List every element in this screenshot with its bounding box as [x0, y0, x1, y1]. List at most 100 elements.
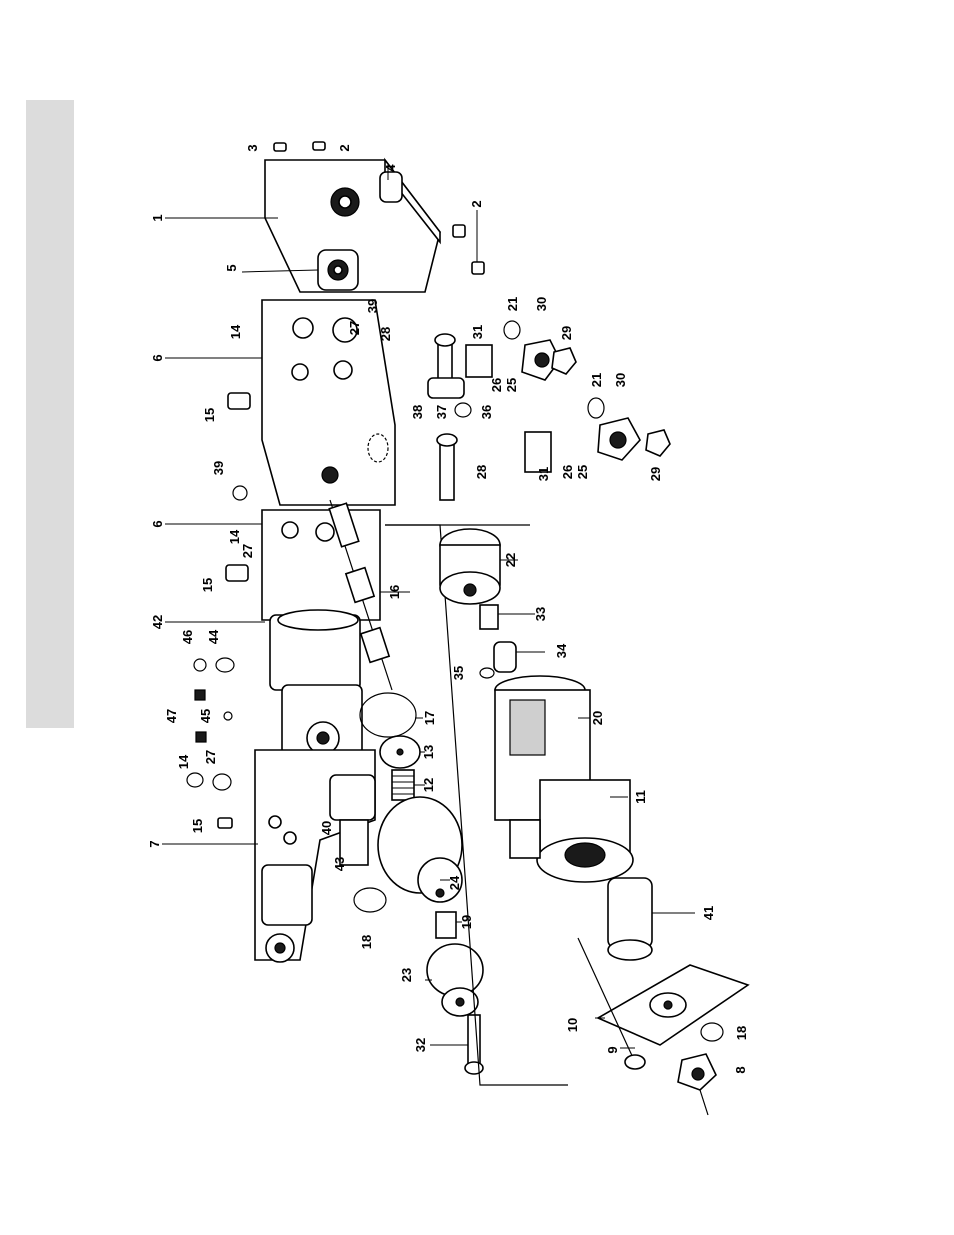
o-ring-part-18-right	[701, 1023, 723, 1041]
label-part-20: 20	[590, 711, 605, 725]
label-part-35: 35	[451, 666, 466, 680]
cylinder-part-22	[440, 529, 500, 604]
o-ring-part-45	[224, 712, 232, 720]
label-part-31: 31	[536, 467, 551, 481]
set-screw-part-47-b	[196, 732, 206, 742]
plunger-part-34	[494, 642, 516, 672]
label-part-30: 30	[534, 297, 549, 311]
label-part-36: 36	[479, 405, 494, 419]
screw-part-2-top	[313, 142, 325, 150]
label-part-1: 1	[150, 214, 165, 221]
label-part-40: 40	[319, 821, 334, 835]
label-part-3: 3	[245, 144, 260, 151]
label-part-42: 42	[150, 615, 165, 629]
label-part-6: 6	[150, 520, 165, 527]
label-part-15: 15	[200, 578, 215, 592]
o-ring-part-39-lower	[233, 486, 247, 500]
solenoid-body-part-42	[270, 610, 362, 755]
label-part-18: 18	[734, 1026, 749, 1040]
label-part-30: 30	[613, 373, 628, 387]
label-part-24: 24	[447, 875, 462, 890]
stud-part-28-lower	[437, 434, 457, 500]
o-ring-part-46	[194, 659, 206, 671]
nut-part-30-lower	[598, 418, 640, 460]
o-ring-part-21-upper	[504, 321, 520, 339]
set-screw-part-2-b	[472, 262, 484, 274]
spring-part-33	[480, 605, 498, 629]
o-ring-part-14-lower	[187, 773, 203, 787]
label-part-4: 4	[383, 164, 398, 172]
label-part-28: 28	[474, 465, 489, 479]
washer-part-35	[480, 668, 494, 678]
label-part-27: 27	[203, 750, 218, 764]
label-part-10: 10	[565, 1018, 580, 1032]
label-part-43: 43	[332, 857, 347, 871]
label-part-31: 31	[470, 325, 485, 339]
plug-part-15-middle	[226, 565, 248, 581]
label-part-26: 26	[489, 378, 504, 392]
spring-part-12	[392, 770, 414, 800]
label-part-15: 15	[202, 408, 217, 422]
label-part-37: 37	[434, 405, 449, 419]
label-part-14: 14	[176, 754, 191, 769]
label-part-47: 47	[164, 709, 179, 723]
label-part-17: 17	[422, 711, 437, 725]
nut-part-8	[678, 1054, 716, 1115]
label-part-2: 2	[337, 144, 352, 151]
label-part-25: 25	[575, 465, 590, 479]
label-part-28: 28	[378, 327, 393, 341]
label-part-22: 22	[503, 553, 518, 567]
plug-part-15-upper	[228, 393, 250, 409]
valve-body-part-6-lower	[262, 510, 380, 620]
label-part-33: 33	[533, 607, 548, 621]
label-part-12: 12	[421, 778, 436, 792]
o-ring-part-27-lower	[213, 774, 231, 790]
label-part-29: 29	[559, 326, 574, 340]
spring-part-31-upper	[466, 345, 492, 377]
label-part-21: 21	[589, 373, 604, 387]
label-part-27: 27	[347, 321, 362, 335]
o-ring-part-36	[455, 403, 471, 417]
screw-part-3	[274, 143, 286, 151]
fitting-part-5	[318, 250, 358, 290]
nut-part-29-lower	[646, 430, 670, 456]
o-ring-part-44	[216, 658, 234, 672]
label-part-6: 6	[150, 354, 165, 361]
valve-body-part-6-upper	[262, 300, 395, 505]
label-part-32: 32	[413, 1038, 428, 1052]
plug-part-15-lower	[218, 818, 232, 828]
label-part-5: 5	[224, 264, 239, 271]
o-ring-part-21-lower	[588, 398, 604, 418]
label-part-8: 8	[733, 1066, 748, 1073]
set-screw-part-2-a	[453, 225, 465, 237]
label-part-41: 41	[701, 906, 716, 920]
nut-part-29-upper	[552, 348, 576, 374]
label-part-23: 23	[399, 968, 414, 982]
stud-part-28-upper	[435, 334, 455, 382]
label-part-39: 39	[365, 299, 380, 313]
label-part-44: 44	[206, 629, 221, 644]
set-screw-part-47-a	[195, 690, 205, 700]
fitting-part-37	[428, 378, 464, 398]
tube-part-41	[608, 878, 652, 960]
label-part-29: 29	[648, 467, 663, 481]
flange-part-10	[598, 965, 748, 1045]
o-ring-part-18-left	[354, 888, 386, 912]
label-part-13: 13	[421, 745, 436, 759]
label-part-14: 14	[228, 324, 243, 339]
label-part-16: 16	[387, 585, 402, 599]
label-part-46: 46	[180, 630, 195, 644]
label-part-27: 27	[240, 544, 255, 558]
spring-part-19	[436, 912, 456, 938]
label-part-2: 2	[469, 200, 484, 207]
label-part-26: 26	[560, 465, 575, 479]
fitting-part-43	[330, 775, 375, 865]
label-part-21: 21	[505, 297, 520, 311]
spring-part-31-lower	[525, 432, 551, 472]
label-part-34: 34	[554, 643, 569, 658]
label-part-7: 7	[147, 840, 162, 847]
o-ring-part-17	[360, 693, 416, 737]
label-part-18: 18	[359, 935, 374, 949]
label-part-11: 11	[633, 790, 648, 804]
